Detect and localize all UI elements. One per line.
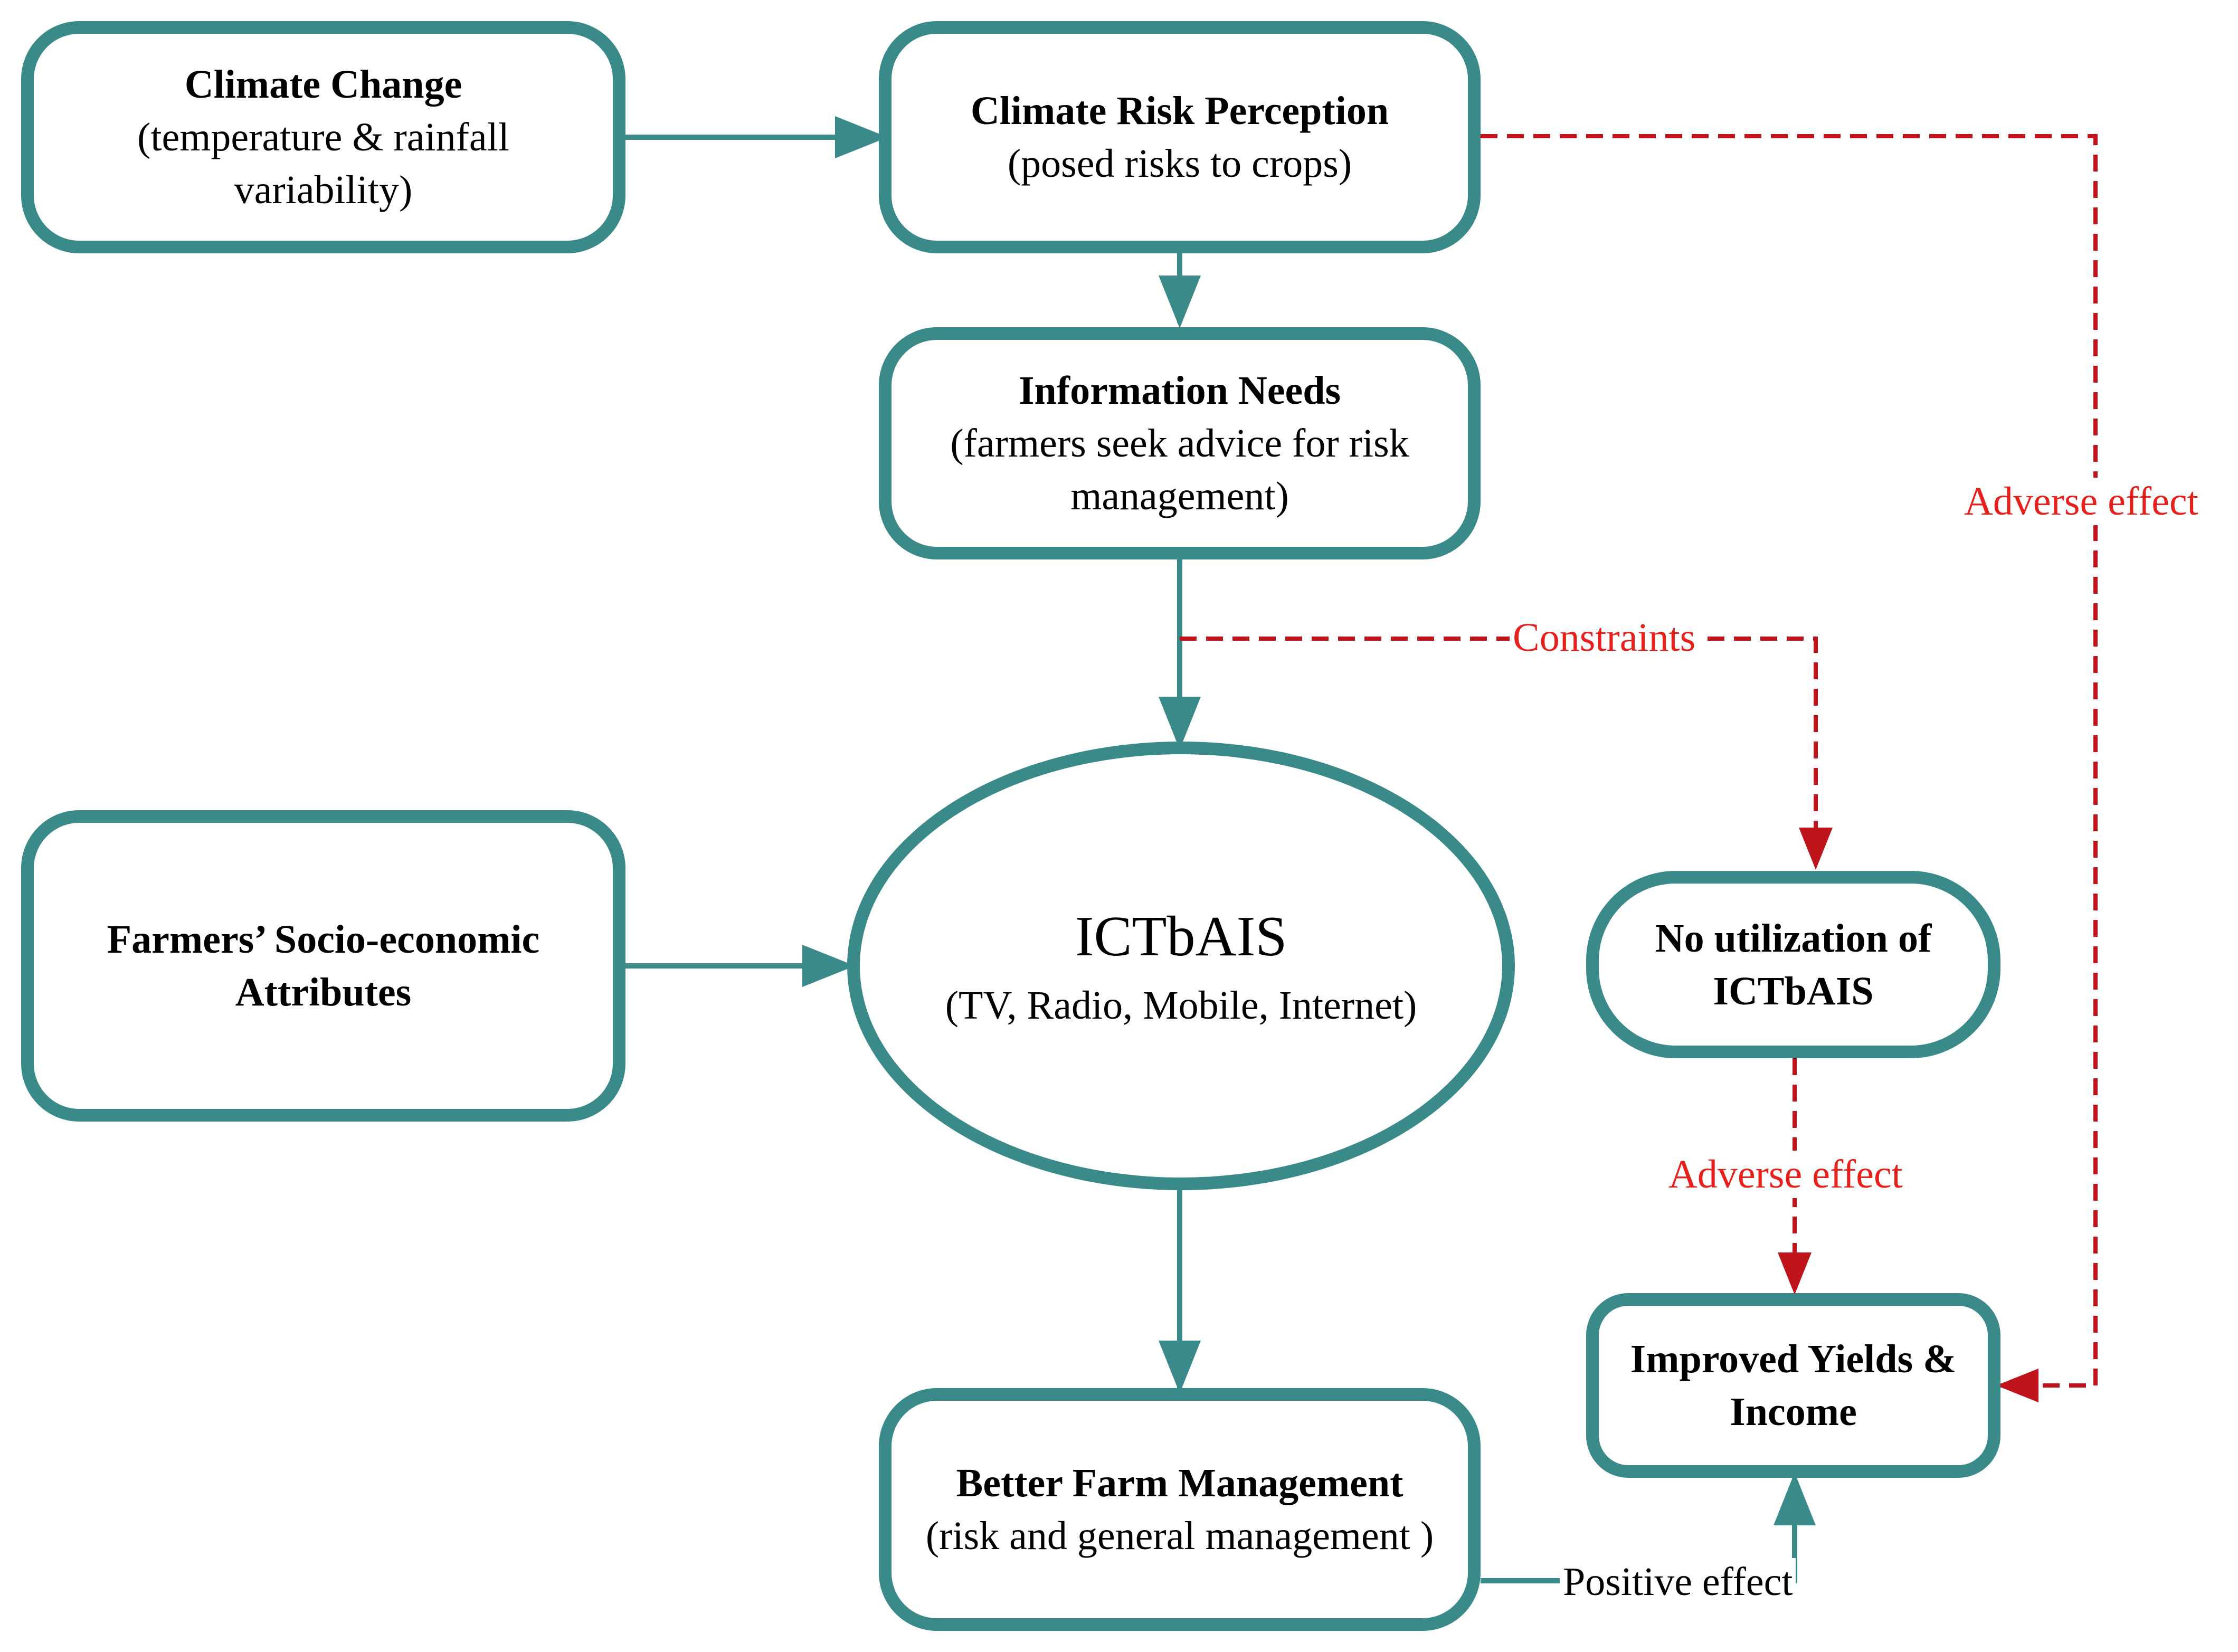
node-information-needs-subtitle-2: management)	[1070, 474, 1289, 518]
node-climate-change-subtitle-2: variability)	[234, 168, 413, 212]
node-improved-yields-title-1: Improved Yields &	[1630, 1337, 1957, 1381]
node-ictbais-subtitle: (TV, Radio, Mobile, Internet)	[945, 983, 1417, 1028]
node-information-needs-title: Information Needs	[1018, 368, 1341, 413]
node-climate-change: Climate Change (temperature & rainfall v…	[21, 21, 625, 253]
node-ictbais: ICTbAIS (TV, Radio, Mobile, Internet)	[847, 742, 1515, 1190]
edge-label-adverse-effect-mid: Adverse effect	[1665, 1151, 1906, 1198]
node-ictbais-title: ICTbAIS	[1075, 905, 1287, 968]
node-risk-perception-subtitle: (posed risks to crops)	[1007, 141, 1352, 186]
node-improved-yields-title-2: Income	[1730, 1390, 1857, 1434]
edge-risk-perception-adverse-to-improved-yields	[1481, 134, 2098, 1402]
edge-label-constraints: Constraints	[1510, 614, 1699, 661]
node-socio-economic: Farmers’ Socio-economic Attributes	[21, 810, 625, 1122]
node-no-utilization: No utilization of ICTbAIS	[1586, 871, 2000, 1058]
node-socio-economic-title-1: Farmers’ Socio-economic	[107, 917, 540, 962]
node-information-needs: Information Needs (farmers seek advice f…	[879, 327, 1481, 559]
node-improved-yields: Improved Yields & Income	[1586, 1293, 2000, 1478]
node-socio-economic-title-2: Attributes	[235, 970, 412, 1014]
node-climate-change-title: Climate Change	[184, 62, 462, 107]
node-no-utilization-title-1: No utilization of	[1655, 916, 1932, 961]
node-risk-perception: Climate Risk Perception (posed risks to …	[879, 21, 1481, 253]
node-better-farm: Better Farm Management (risk and general…	[879, 1388, 1481, 1631]
node-better-farm-title: Better Farm Management	[956, 1461, 1404, 1505]
node-climate-change-subtitle-1: (temperature & rainfall	[137, 115, 509, 159]
node-better-farm-subtitle: (risk and general management )	[925, 1514, 1434, 1558]
node-information-needs-subtitle-1: (farmers seek advice for risk	[950, 421, 1409, 466]
edge-label-positive-effect: Positive effect	[1560, 1558, 1796, 1606]
node-risk-perception-title: Climate Risk Perception	[970, 89, 1389, 133]
node-no-utilization-title-2: ICTbAIS	[1713, 969, 1874, 1013]
edge-information-needs-constraints-to-no-utilization	[1180, 637, 1833, 870]
edge-label-adverse-effect-right: Adverse effect	[1961, 478, 2202, 525]
